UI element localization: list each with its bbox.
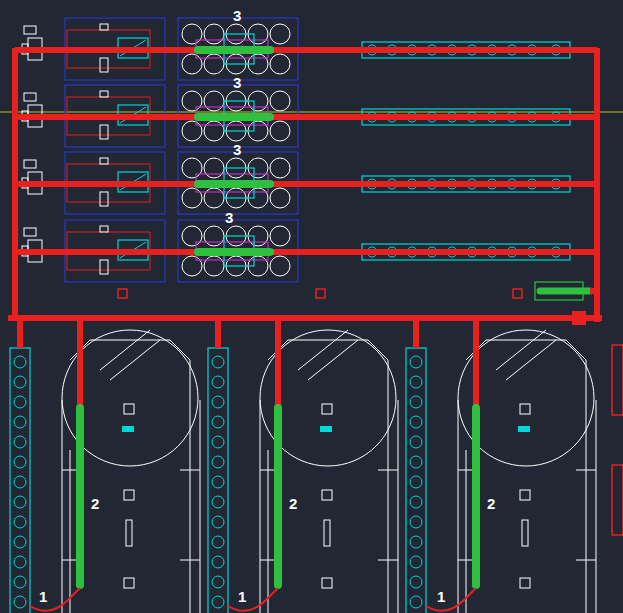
callout-number: 2	[289, 496, 297, 511]
callout-number: 1	[437, 589, 445, 604]
callout-number: 1	[39, 589, 47, 604]
callout-number: 3	[233, 142, 241, 157]
callout-number: 3	[225, 210, 233, 225]
callout-number: 2	[487, 496, 495, 511]
callout-number: 2	[91, 496, 99, 511]
callout-number: 1	[238, 589, 246, 604]
callout-number: 3	[233, 75, 241, 90]
callout-number: 3	[233, 8, 241, 23]
